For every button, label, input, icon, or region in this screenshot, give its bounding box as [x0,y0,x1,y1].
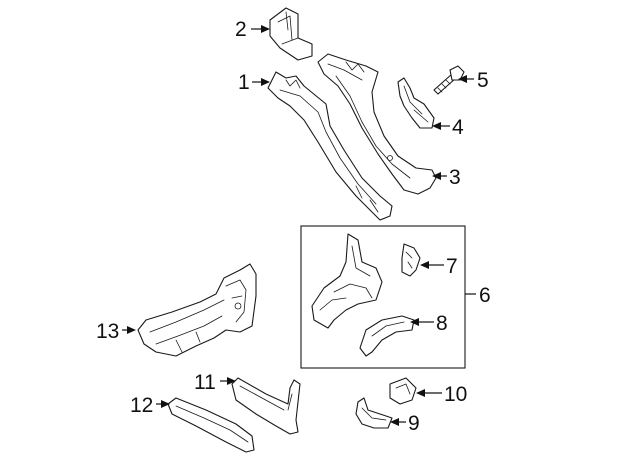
part-3-pillar[interactable] [317,53,437,195]
callout-5: 5 [477,69,489,92]
part-9-bracket[interactable] [355,397,393,429]
callout-9: 9 [408,412,420,435]
callout-10: 10 [444,383,467,406]
part-4-bracket[interactable] [397,77,435,129]
callout-11: 11 [194,371,216,394]
callout-13: 13 [96,320,119,343]
callout-2: 2 [235,18,247,41]
part-1-pillar[interactable] [267,71,393,221]
part-8-wheelhouse[interactable] [359,315,415,357]
part-7-bracket[interactable] [401,243,421,277]
part-2-bracket[interactable] [269,7,313,61]
part-5-bolt[interactable] [433,65,465,95]
callout-3: 3 [449,166,461,189]
callout-1: 1 [238,71,250,94]
callout-12: 12 [130,394,153,417]
leader-lines [122,25,476,426]
callout-7: 7 [446,255,458,278]
part-10-patch[interactable] [389,377,417,405]
part-12-sill[interactable] [167,397,255,453]
callout-8: 8 [436,312,448,335]
callout-4: 4 [452,116,464,139]
callout-6: 6 [479,284,491,307]
part-6-panel[interactable] [311,233,383,329]
part-13-floor[interactable] [137,263,257,357]
part-11-sill[interactable] [231,377,301,435]
part-6-group-box [300,225,466,369]
